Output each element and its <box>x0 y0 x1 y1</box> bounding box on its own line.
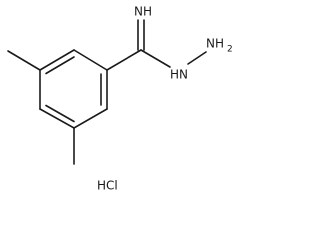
terminal-nh-label: NH <box>206 37 224 51</box>
carbon-to-nh-bond <box>140 49 171 68</box>
ring-double-bond-a <box>45 56 75 75</box>
terminal-nh2-subscript: 2 <box>227 45 233 55</box>
hcl-salt-label: HCl <box>97 179 118 193</box>
terminal-nh2-label: NH 2 <box>206 37 233 55</box>
imine-nh-label: NH <box>134 5 152 19</box>
ring-bond-2 <box>39 49 75 71</box>
benzene-ring <box>39 49 108 129</box>
ring-double-bond-b <box>45 104 75 123</box>
nh-to-nh2-bond <box>187 51 207 65</box>
hydrazine-hn-label: HN <box>170 68 188 82</box>
ring-bond-1 <box>73 49 108 71</box>
methyl-bond-top <box>7 50 41 71</box>
ring-to-carbon-bond <box>106 49 142 71</box>
chemical-structure: NH HN NH 2 HCl <box>7 5 233 193</box>
ring-bond-4 <box>39 108 75 129</box>
ring-bond-5 <box>73 108 108 129</box>
